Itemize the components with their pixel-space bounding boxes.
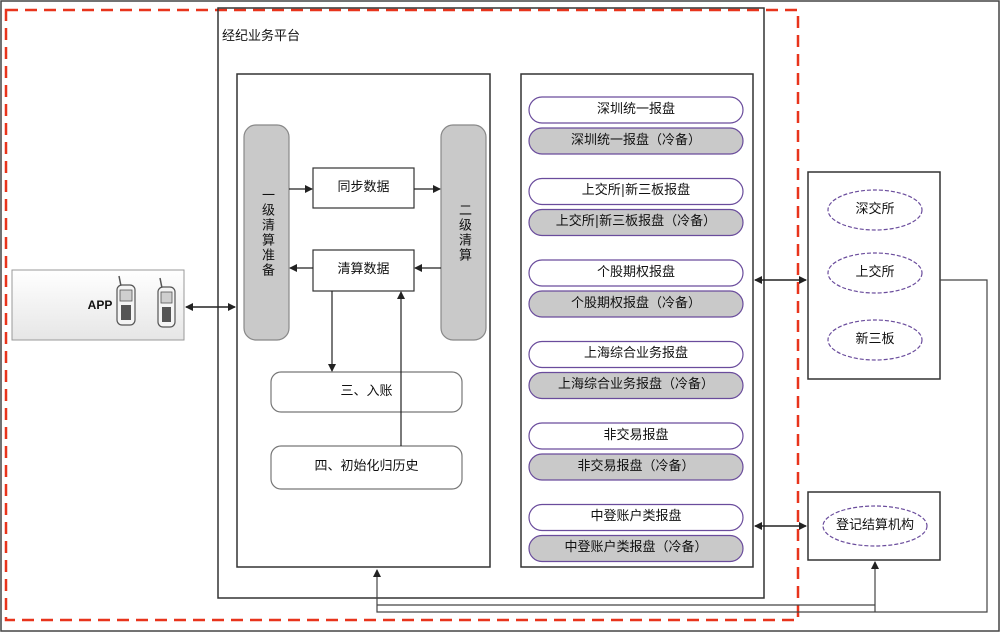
init-history-box — [270, 445, 463, 490]
exchange-szse-label: 深交所 — [855, 201, 895, 217]
report-backup-label: 上海综合业务报盘（冷备） — [557, 377, 714, 393]
report-main-label: 非交易报盘 — [603, 427, 669, 443]
sync-data-label: 同步数据 — [337, 179, 390, 195]
report-backup-pill — [528, 534, 744, 563]
exchange-sse-label: 上交所 — [855, 264, 895, 280]
posting-box — [270, 371, 463, 413]
report-main-label: 上海综合业务报盘 — [583, 346, 688, 362]
report-backup-pill — [528, 127, 744, 155]
cloud-shape — [822, 505, 928, 547]
report-main-pill — [528, 177, 744, 206]
report-backup-label: 非交易报盘（冷备） — [577, 458, 695, 474]
clear-data-box — [312, 249, 415, 292]
report-main-label: 个股期权报盘 — [596, 264, 675, 280]
level1-label: 一级清算准备 — [259, 187, 274, 278]
registry-label: 登记结算机构 — [835, 517, 914, 533]
mobile-phone-icon — [157, 277, 176, 328]
report-backup-label: 个股期权报盘（冷备） — [570, 295, 701, 311]
report-backup-pill — [528, 453, 744, 481]
level2-label: 二级清算 — [456, 202, 471, 263]
report-backup-label: 上交所|新三板报盘（冷备） — [555, 214, 717, 230]
return-line-exchange — [373, 279, 988, 613]
report-main-label: 上交所|新三板报盘 — [581, 183, 691, 199]
report-main-label: 中登账户类报盘 — [590, 509, 682, 525]
app-box — [11, 269, 185, 341]
cloud-shape — [827, 252, 923, 294]
report-main-label: 深圳统一报盘 — [596, 101, 675, 117]
report-main-pill — [528, 340, 744, 369]
report-backup-label: 深圳统一报盘（冷备） — [570, 132, 701, 148]
report-main-pill — [528, 96, 744, 124]
clearing-panel — [236, 73, 491, 568]
report-panel — [520, 73, 754, 568]
init-history-label: 四、初始化归历史 — [314, 459, 419, 475]
report-backup-pill — [528, 371, 744, 400]
cloud-shape — [827, 319, 923, 361]
clear-data-label: 清算数据 — [337, 262, 390, 278]
dashed-boundary — [4, 8, 800, 622]
report-backup-label: 中登账户类报盘（冷备） — [564, 540, 708, 556]
level1-clearing-block — [243, 124, 290, 341]
report-backup-pill — [528, 208, 744, 237]
report-pill-group — [528, 96, 744, 563]
platform-title: 经纪业务平台 — [222, 28, 301, 44]
app-label: APP — [87, 298, 113, 313]
report-main-pill — [528, 259, 744, 287]
report-main-pill — [528, 503, 744, 532]
posting-label: 三、入账 — [340, 383, 393, 399]
sync-data-box — [312, 167, 415, 209]
report-backup-pill — [528, 290, 744, 318]
cloud-shape — [827, 189, 923, 231]
level2-clearing-block — [440, 124, 487, 341]
exchange-neeq-label: 新三板 — [855, 331, 895, 347]
report-main-pill — [528, 422, 744, 450]
mobile-phone-icon — [116, 275, 136, 326]
